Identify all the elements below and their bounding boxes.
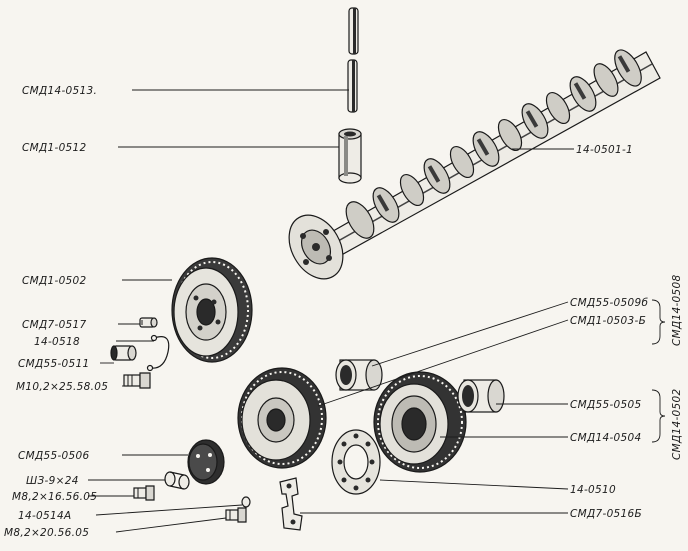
gear-middle-part — [237, 367, 327, 469]
flange-part — [187, 439, 225, 485]
label-pin-rod: СМД14-0513. — [22, 85, 97, 97]
label-bolt-upper: М10,2×25.58.05 — [16, 381, 108, 393]
part-labels: СМД14-0513. СМД1-0512 14-0501-1 СМД1-050… — [4, 85, 683, 539]
label-bushing-top: СМД1-0512 — [22, 142, 87, 154]
plug-part — [110, 345, 137, 361]
gear-right-part — [373, 371, 467, 473]
label-bolt-lower: М8,2×20.56.05 — [4, 527, 89, 539]
label-lock-wire: 14-0518 — [34, 336, 80, 348]
leader-lines — [88, 89, 574, 533]
label-group-lower: СМД14-0502 — [671, 389, 683, 460]
label-lock-ring: 14-0510 — [570, 484, 616, 496]
camshaft-part — [288, 49, 661, 280]
label-screw-small: СМД7-0517 — [22, 319, 87, 331]
label-bushing-right-upper: СМД55-0509б — [570, 297, 648, 309]
label-camshaft: 14-0501-1 — [576, 144, 633, 156]
label-lock-plate: СМД7-0516Б — [570, 508, 642, 520]
gear-large-part — [171, 257, 253, 363]
label-bushing-right-lower: СМД55-0505 — [570, 399, 641, 411]
bolt-upper-part — [123, 372, 151, 389]
label-plug: СМД55-0511 — [18, 358, 89, 370]
lock-tab-part — [241, 496, 251, 508]
label-group-upper: СМД14-0508 — [671, 275, 683, 346]
label-flange: СМД55-0506 — [18, 450, 89, 462]
label-bolt-small: М8,2×16.56.05 — [12, 491, 97, 503]
pin-rod-part — [347, 7, 359, 113]
bolt-small-part — [133, 485, 155, 501]
lock-plate-part — [279, 477, 303, 531]
label-gear-large: СМД1-0502 — [22, 275, 87, 287]
bushing-right-upper-part — [335, 359, 383, 391]
bushing-right-lower-part — [457, 379, 505, 413]
screw-small-part — [139, 317, 158, 328]
label-washer: ШЗ-9×24 — [26, 475, 79, 487]
label-gear-middle: СМД1-0503-Б — [570, 315, 646, 327]
lock-wire-part — [146, 334, 170, 372]
label-lock-tab: 14-0514А — [18, 510, 71, 522]
label-gear-right: СМД14-0504 — [570, 432, 641, 444]
lock-ring-part — [331, 429, 381, 495]
washer-part — [164, 471, 190, 490]
group-braces — [651, 299, 666, 443]
bushing-top-part — [338, 128, 362, 184]
bolt-lower-part — [225, 507, 247, 523]
